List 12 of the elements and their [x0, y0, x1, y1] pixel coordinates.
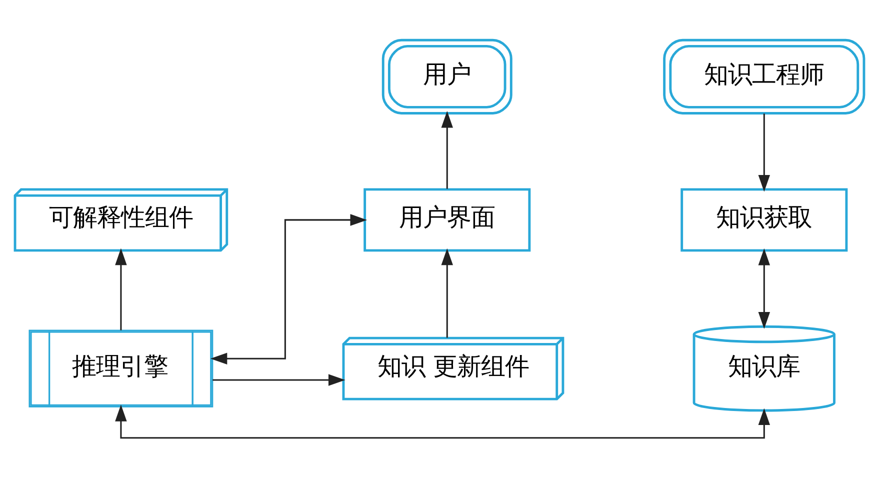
node-box: 知识获取: [680, 188, 848, 252]
node-box: 用户界面: [364, 188, 531, 252]
arrow: [441, 110, 453, 189]
arrow: [758, 114, 770, 192]
node-box: 用户: [382, 38, 512, 114]
arrow: [115, 248, 127, 330]
arrow: [115, 404, 770, 439]
arrow: [758, 248, 770, 329]
arrow: [212, 374, 346, 386]
node-box: 知识工程师: [663, 38, 866, 114]
arrow: [210, 214, 368, 365]
arrow: [441, 248, 453, 338]
